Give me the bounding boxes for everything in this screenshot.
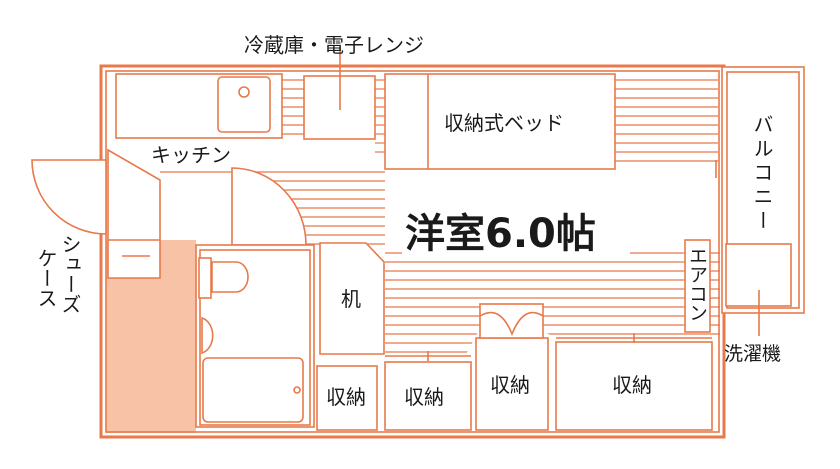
balcony	[715, 66, 805, 336]
label-storage-3: 収納	[490, 373, 530, 397]
label-kitchen: キッチン	[151, 143, 231, 167]
shoe-case	[107, 148, 161, 279]
fridge-microwave-space	[303, 48, 376, 140]
storage-bed	[384, 73, 616, 170]
desk	[319, 242, 385, 355]
label-washing-machine: 洗濯機	[724, 343, 781, 365]
entrance-floor	[106, 240, 196, 433]
label-fridge-microwave: 冷蔵庫・電子レンジ	[244, 33, 424, 57]
label-storage-4: 収納	[612, 373, 652, 397]
kitchen-counter	[115, 73, 283, 139]
label-balcony: バルコニー	[750, 114, 774, 234]
upper-band-stripes	[281, 79, 718, 162]
label-storage-2: 収納	[404, 385, 444, 409]
storage-closets	[316, 303, 713, 431]
room-label-backing	[402, 204, 630, 256]
label-western-room: 洋室6.0帖	[405, 211, 596, 257]
label-storage-1: 収納	[326, 385, 366, 409]
label-shoe-case-line2: ケース	[34, 248, 58, 308]
label-air-conditioner: エアコン	[686, 246, 708, 322]
entrance-door	[31, 159, 107, 235]
unit-bath	[195, 244, 315, 428]
label-desk: 机	[341, 287, 361, 311]
air-conditioner	[684, 239, 711, 333]
inner-wall	[105, 70, 720, 433]
label-shoe-case-line1: シューズ	[58, 234, 82, 314]
label-storage-bed: 収納式ベッド	[444, 111, 564, 135]
bathroom-door	[231, 167, 307, 246]
